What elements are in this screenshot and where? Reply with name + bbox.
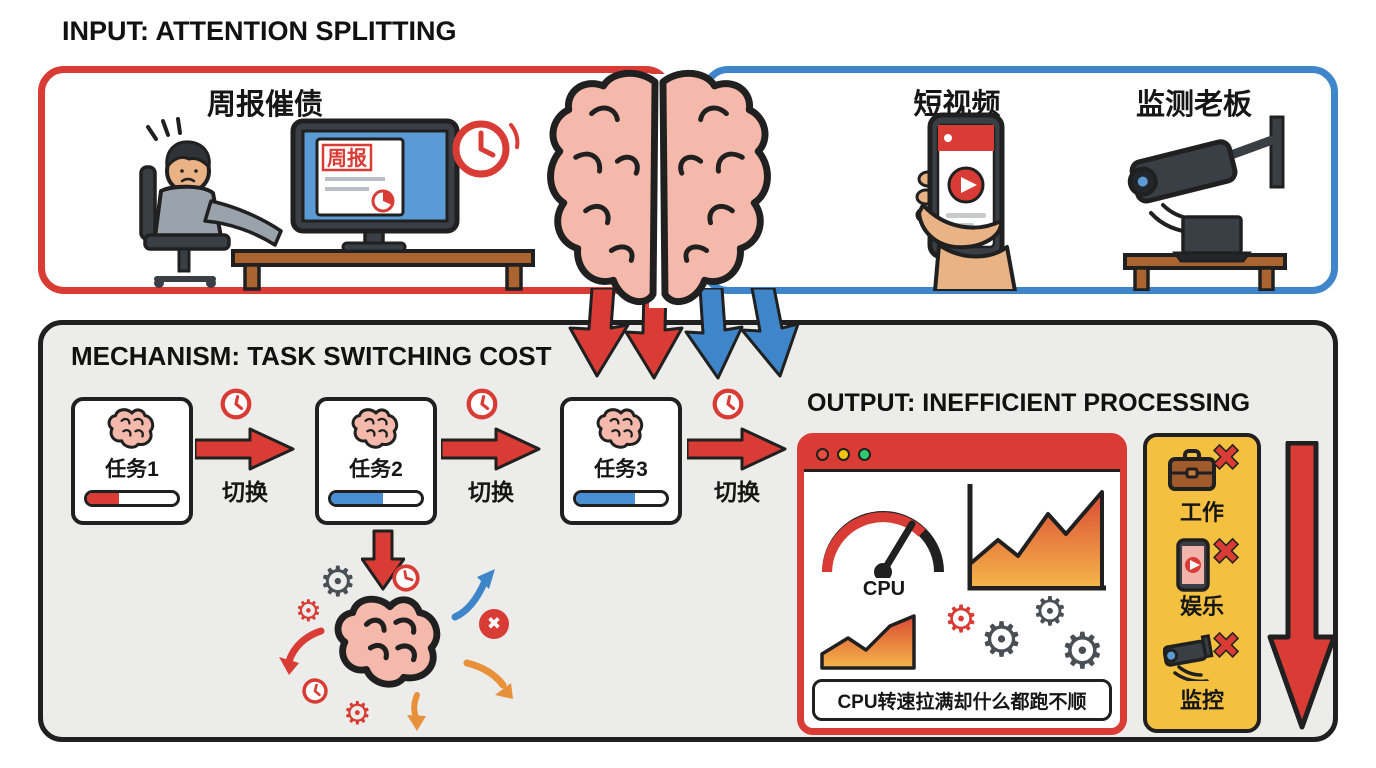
mechanism-panel: MECHANISM: TASK SWITCHING COST 任务1 切换 任务… bbox=[38, 320, 1338, 742]
brain-icon bbox=[106, 407, 158, 452]
clock-icon bbox=[298, 674, 332, 708]
gear-icon: ⚙ bbox=[944, 597, 979, 641]
task-progress-bar bbox=[573, 490, 669, 507]
worker-at-desk-illustration: 周报 bbox=[139, 117, 535, 291]
blocked-x-icon: ✖ bbox=[1210, 626, 1242, 667]
gear-icon: ⚙ bbox=[980, 612, 1024, 668]
cpu-gauge bbox=[822, 511, 944, 578]
gear-icon: ⚙ bbox=[343, 694, 372, 732]
task-box-1: 任务1 bbox=[71, 397, 193, 525]
stack-item-label: 监控 bbox=[1179, 688, 1224, 713]
clock-icon bbox=[389, 561, 424, 596]
blocked-x-icon: ✖ bbox=[1210, 438, 1242, 479]
task-label: 任务2 bbox=[349, 458, 403, 481]
gear-icon: ⚙ bbox=[295, 594, 322, 629]
brain-icon bbox=[350, 407, 402, 452]
task-progress-bar bbox=[328, 490, 424, 507]
brain-icon bbox=[595, 407, 647, 452]
switch-arrow-icon bbox=[441, 427, 541, 471]
decline-arrow bbox=[1267, 441, 1337, 730]
clock-icon bbox=[216, 384, 256, 424]
task-label: 任务3 bbox=[594, 458, 648, 481]
phone-and-camera-illustration bbox=[915, 112, 1287, 291]
task-progress-bar bbox=[84, 490, 180, 507]
switch-arrow-icon bbox=[687, 427, 787, 471]
blocked-tasks-panel: ✖ 工作 ✖ 娱乐 ✖ 监控 bbox=[1143, 433, 1261, 733]
small-area-chart bbox=[820, 614, 916, 670]
switch-label: 切换 bbox=[714, 479, 760, 505]
switch-arrow-icon bbox=[195, 427, 295, 471]
blocked-x-icon: ✖ bbox=[1210, 532, 1242, 573]
rising-line-chart bbox=[967, 484, 1106, 591]
distraction-input-panel: 短视频 监测老板 bbox=[702, 66, 1338, 294]
task-progress-fill bbox=[331, 493, 384, 504]
clock-icon bbox=[462, 384, 502, 424]
window-dot-green bbox=[858, 448, 871, 461]
switch-label: 切换 bbox=[468, 479, 514, 505]
task-label: 任务1 bbox=[105, 458, 159, 481]
brain-output-arrows bbox=[568, 288, 800, 380]
error-x-icon: ✖ bbox=[479, 609, 509, 639]
window-dot-red bbox=[816, 448, 829, 461]
gear-icon: ⚙ bbox=[1060, 622, 1105, 680]
window-header bbox=[804, 440, 1120, 472]
task-box-2: 任务2 bbox=[315, 397, 437, 525]
gear-icon: ⚙ bbox=[1032, 589, 1068, 635]
screen-doc-title: 周报 bbox=[327, 146, 367, 170]
security-camera-icon bbox=[1163, 634, 1214, 681]
cpu-monitor-window: CPU ⚙ ⚙ ⚙ ⚙ CPU转速拉满却什么都跑不顺 bbox=[797, 433, 1127, 735]
curved-arrow-icon bbox=[407, 692, 426, 731]
window-dot-yellow bbox=[837, 448, 850, 461]
boss-label: 监测老板 bbox=[1135, 89, 1252, 121]
input-section-title: INPUT: ATTENTION SPLITTING bbox=[62, 16, 457, 46]
briefcase-icon bbox=[1168, 449, 1216, 491]
output-section-title: OUTPUT: INEFFICIENT PROCESSING bbox=[807, 389, 1251, 417]
work-panel-label: 周报催债 bbox=[206, 89, 323, 121]
curved-arrow-icon bbox=[463, 659, 513, 699]
curved-arrow-icon bbox=[451, 569, 495, 621]
split-brain-illustration bbox=[547, 69, 771, 309]
phone-video-icon bbox=[1176, 538, 1210, 592]
curved-arrow-icon bbox=[279, 627, 325, 675]
stack-item-label: 工作 bbox=[1179, 500, 1224, 525]
overloaded-brain-icon bbox=[331, 593, 449, 695]
cpu-gauge-label: CPU bbox=[862, 578, 906, 600]
mechanism-title: MECHANISM: TASK SWITCHING COST bbox=[71, 341, 552, 371]
task-box-3: 任务3 bbox=[560, 397, 682, 525]
clock-icon bbox=[708, 384, 748, 424]
gear-icon: ⚙ bbox=[319, 557, 357, 606]
task-progress-fill bbox=[576, 493, 636, 504]
task-progress-fill bbox=[87, 493, 119, 504]
switch-label: 切换 bbox=[222, 479, 268, 505]
cpu-caption: CPU转速拉满却什么都跑不顺 bbox=[812, 679, 1112, 721]
stack-item-label: 娱乐 bbox=[1179, 594, 1224, 619]
